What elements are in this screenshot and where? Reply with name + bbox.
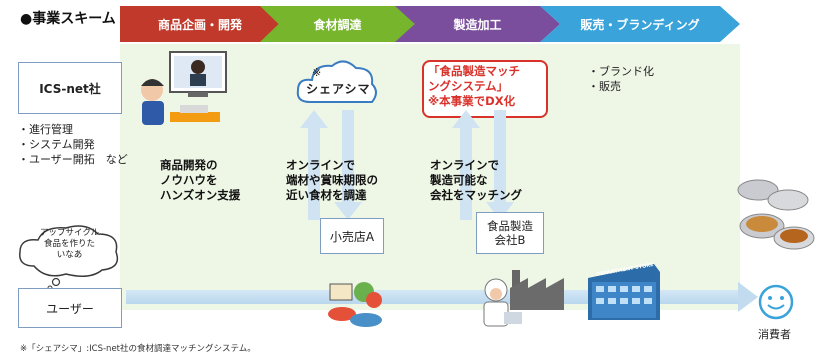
company-box: ICS-net社 bbox=[18, 62, 122, 114]
phase-manufacturing: 製造加工 bbox=[395, 6, 560, 42]
manufacturing-arrows bbox=[452, 110, 514, 220]
store-box: 小売店A bbox=[320, 218, 384, 254]
cloud-mark: ※ bbox=[312, 66, 322, 79]
procurement-arrows bbox=[300, 110, 362, 220]
matching-system-text: 「食品製造マッチ ングシステム」 ※本事業でDX化 bbox=[428, 64, 520, 108]
phase-procurement: 食材調達 bbox=[260, 6, 415, 42]
company-roles: ・進行管理 ・システム開発 ・ユーザー開拓 など bbox=[18, 123, 128, 166]
phase-procurement-label: 食材調達 bbox=[313, 17, 362, 32]
procurement-description: オンラインで 端材や賞味期限の 近い食材を調達 bbox=[286, 158, 378, 202]
factory-icon bbox=[510, 270, 564, 310]
phase-sales-label: 販売・ブランディング bbox=[580, 17, 700, 32]
store-label: 小売店A bbox=[329, 229, 375, 244]
phase-planning: 商品企画・開発 bbox=[120, 6, 280, 42]
cloud-name: シェアシマ bbox=[306, 82, 371, 96]
planning-description: 商品開発の ノウハウを ハンズオン支援 bbox=[160, 158, 241, 202]
smiley-face-icon bbox=[758, 284, 794, 320]
footnote: ※「シェアシマ」:ICS-net社の食材調達マッチングシステム。 bbox=[20, 344, 256, 354]
department-store-icon bbox=[588, 264, 660, 320]
sales-items: ・ブランド化 ・販売 bbox=[588, 65, 654, 93]
manufacturing-description: オンラインで 製造可能な 会社をマッチング bbox=[430, 158, 522, 202]
phase-manufacturing-label: 製造加工 bbox=[453, 17, 502, 32]
food-worker-icon bbox=[483, 278, 522, 327]
factory-label: 食品製造 会社B bbox=[487, 219, 533, 247]
matching-system-box bbox=[422, 60, 548, 118]
main-flow-arrow-head bbox=[738, 282, 758, 312]
consumer-label: 消費者 bbox=[758, 328, 791, 341]
user-thought-text: アップサイクル 食品を作りた いなあ bbox=[40, 228, 100, 260]
video-meeting-illustration bbox=[141, 51, 227, 125]
phase-sales: 販売・ブランディング bbox=[540, 6, 740, 42]
canned-food-icon bbox=[737, 179, 815, 250]
company-name: ICS-net社 bbox=[39, 81, 101, 96]
user-box: ユーザー bbox=[18, 288, 122, 328]
scheme-title: ●事業スキーム bbox=[20, 11, 116, 27]
user-thought-bubble bbox=[19, 225, 119, 291]
food-ingredients-icon bbox=[328, 282, 382, 327]
sharesima-cloud-icon bbox=[296, 60, 377, 103]
phase-planning-label: 商品企画・開発 bbox=[157, 17, 242, 32]
factory-box: 食品製造 会社B bbox=[476, 212, 544, 254]
user-label: ユーザー bbox=[46, 301, 94, 316]
